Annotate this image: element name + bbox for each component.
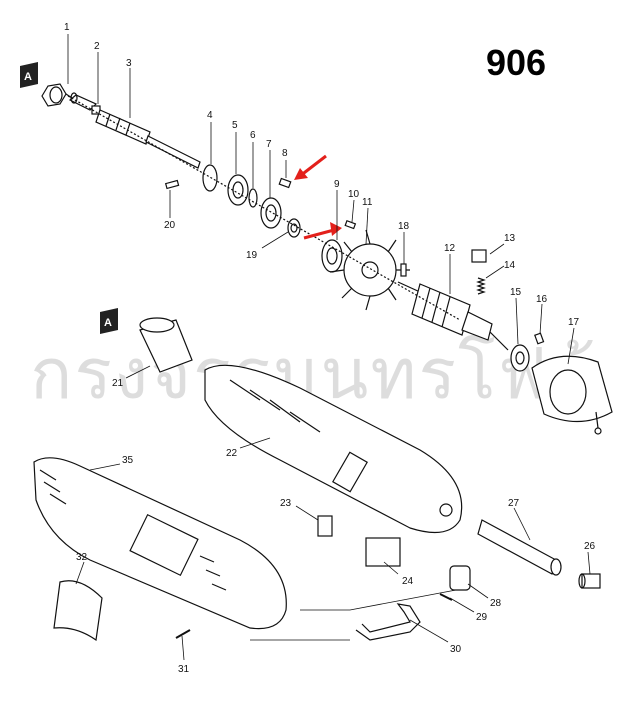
callout-23: 23 [280, 498, 292, 509]
part-11-fan [329, 229, 410, 311]
callout-12: 12 [444, 243, 456, 254]
arrow-part-8 [299, 154, 327, 178]
callout-7: 7 [266, 139, 272, 150]
part-8-pin [278, 177, 292, 189]
part-32-label [53, 580, 103, 642]
callout-30: 30 [450, 644, 462, 655]
part-30-hanger [355, 603, 421, 641]
part-16-pin [534, 332, 545, 345]
section-tag-upper: A [20, 62, 38, 88]
section-tag-lower: A [100, 308, 118, 334]
part-9-bearing [321, 239, 343, 273]
part-13-carbon-brush [471, 249, 487, 263]
callout-9: 9 [334, 179, 340, 190]
part-7-bearing [260, 197, 282, 229]
callout-18: 18 [398, 221, 410, 232]
part-27-cord-guard [477, 519, 562, 576]
callout-15: 15 [510, 287, 522, 298]
callout-29: 29 [476, 612, 488, 623]
part-31-screw [175, 629, 191, 639]
callout-20: 20 [164, 220, 176, 231]
callout-21: 21 [112, 378, 124, 389]
part-15-bearing [510, 344, 530, 372]
callout-19: 19 [246, 250, 258, 261]
callout-31: 31 [178, 664, 190, 675]
callout-28: 28 [490, 598, 502, 609]
callout-14: 14 [504, 260, 516, 271]
callout-13: 13 [504, 233, 516, 244]
callout-leaders [67, 34, 591, 661]
part-5-bearing [227, 174, 249, 206]
part-18-pin [400, 263, 407, 277]
part-28-cord-clamp [449, 565, 471, 591]
part-29-screw [439, 593, 453, 601]
callout-3: 3 [126, 58, 132, 69]
callout-6: 6 [250, 130, 256, 141]
part-12-armature [397, 281, 509, 351]
part-20-pin [164, 179, 180, 190]
part-21-front-cap [139, 317, 193, 373]
part-3-spindle [95, 109, 201, 169]
arrowhead-part-8 [294, 168, 308, 180]
part-35-assembled-tool [33, 457, 287, 630]
callout-8: 8 [282, 148, 288, 159]
callout-27: 27 [508, 498, 520, 509]
callout-5: 5 [232, 120, 238, 131]
callout-11: 11 [362, 197, 373, 208]
highlight-arrows [294, 154, 342, 240]
callout-10: 10 [348, 189, 360, 200]
part-26-sleeve [578, 573, 601, 589]
callout-26: 26 [584, 541, 596, 552]
callout-4: 4 [207, 110, 213, 121]
arrow-part-10 [303, 228, 335, 240]
model-number: 906 [486, 42, 547, 83]
section-tag-lower-label: A [104, 317, 112, 329]
section-tag-upper-label: A [24, 71, 32, 83]
part-10-pin [344, 219, 357, 230]
callout-24: 24 [402, 576, 414, 587]
callout-2: 2 [94, 41, 100, 52]
callout-32: 32 [76, 552, 88, 563]
part-1-collet-nut [41, 83, 73, 107]
callout-17: 17 [568, 317, 580, 328]
part-24-switch-base [365, 537, 401, 567]
callout-numbers: 1 2 3 4 5 6 7 8 9 10 11 18 12 13 14 15 1… [64, 22, 596, 675]
callout-16: 16 [536, 294, 548, 305]
part-2-collet [68, 92, 101, 115]
callout-1: 1 [64, 22, 70, 33]
part-4-washer [202, 164, 218, 192]
part-17-field [531, 355, 613, 435]
part-23-switch [317, 515, 333, 537]
part-14-spring [476, 277, 486, 295]
callout-22: 22 [226, 448, 238, 459]
part-6-ring [248, 188, 258, 208]
arrowhead-part-10 [330, 222, 342, 236]
part-22-housing [204, 364, 463, 534]
callout-35: 35 [122, 455, 134, 466]
